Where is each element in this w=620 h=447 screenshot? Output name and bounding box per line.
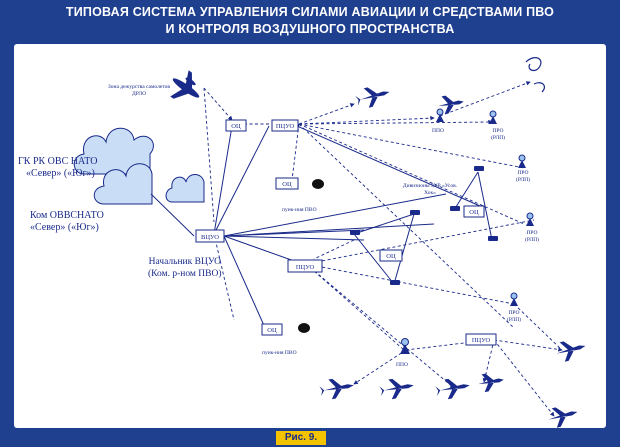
sector-zrk-label: Дивизионы ЗУР «Усов. Хок» xyxy=(402,183,458,196)
command-marker-icon-2 xyxy=(298,323,310,333)
launcher-icon-2 xyxy=(474,166,484,171)
radar-icon-1 xyxy=(436,108,444,122)
node-od-3-text: ОЦ xyxy=(267,327,277,334)
radar-sites xyxy=(400,108,534,354)
dashed-links xyxy=(203,81,563,417)
node-pcuo-2 xyxy=(287,259,323,273)
cloud-kom-ovs xyxy=(165,174,205,203)
launcher-icon-6 xyxy=(390,280,400,285)
node-od-4-text: ОЦ xyxy=(469,209,479,216)
node-boxes xyxy=(195,119,497,346)
solid-links xyxy=(213,125,493,331)
node-od-1 xyxy=(225,119,247,132)
fighter-icon-b6 xyxy=(548,407,578,428)
node-od-1-text: ОЦ xyxy=(231,123,241,130)
fighter-icon-b4 xyxy=(478,373,504,393)
vcuo-chief-line-2: (Ком. р-ном ПВО) xyxy=(148,269,222,279)
node-pcuo-2-text: ПЦУО xyxy=(296,264,315,271)
cloud-gk-rk-lower xyxy=(93,163,153,205)
awacs-aircraft-icon xyxy=(170,70,200,99)
title-line-2: И КОНТРОЛЯ ВОЗДУШНОГО ПРОСТРАНСТВА xyxy=(165,22,455,36)
node-od-4 xyxy=(463,205,485,218)
launcher-icon-4 xyxy=(350,230,360,235)
launcher-icon-3 xyxy=(488,236,498,241)
gk-rk-label: ГК РК ОВС НАТО «Север» («Юг») xyxy=(18,156,98,180)
kom-ovs-line-1: Ком ОВВСНАТО xyxy=(30,210,104,221)
node-vcuo xyxy=(195,229,225,243)
rlp-label-2: ПРО (РЛП) xyxy=(515,170,530,183)
fighter-icon-b3 xyxy=(435,378,470,400)
node-od-3 xyxy=(261,323,283,336)
command-pvo-label-2: пунк-ния ПВО xyxy=(262,350,297,356)
page-title: ТИПОВАЯ СИСТЕМА УПРАВЛЕНИЯ СИЛАМИ АВИАЦИ… xyxy=(10,4,610,42)
gk-rk-line-2: «Север» («Юг») xyxy=(26,168,95,179)
node-pcuo-1-text: ПЦУО xyxy=(276,123,295,130)
radar-icon-2 xyxy=(489,110,497,124)
title-line-1: ТИПОВАЯ СИСТЕМА УПРАВЛЕНИЯ СИЛАМИ АВИАЦИ… xyxy=(65,5,555,19)
puo-label-1: ППО xyxy=(432,128,444,134)
launcher-icon-1 xyxy=(450,206,460,211)
node-od-2 xyxy=(275,177,299,190)
radar-icon-4 xyxy=(526,212,534,226)
rlp-label-4: ПРО (РЛП) xyxy=(506,310,521,323)
node-od-2-text: ОЦ xyxy=(282,181,292,188)
node-vcuo-text: ВЦУО xyxy=(201,234,219,241)
command-pvo-label-1: пунк-ния ПВО xyxy=(282,207,317,213)
figure-label: Рис. 9. xyxy=(276,431,326,445)
fighter-icon-b2 xyxy=(379,378,414,400)
fighter-icon-top-1 xyxy=(355,87,390,108)
fighter-icon-top-2 xyxy=(438,95,464,115)
node-pcuo-3-text: ПЦУО xyxy=(472,337,491,344)
diagram-canvas: ОЦ ПЦУО ОЦ ВЦУО ПЦУО ОЦ ОЦ ОЦ ПЦУО xyxy=(73,57,586,428)
fighter-icon-b1 xyxy=(319,378,354,400)
fighter-icon-b5 xyxy=(556,341,586,362)
node-pcuo-3 xyxy=(465,333,497,346)
radar-icon-6 xyxy=(400,338,410,354)
fighters-bottom xyxy=(319,341,586,428)
node-od-5 xyxy=(379,249,403,262)
target-loop-icon xyxy=(525,57,546,93)
rlp-label-3: ПРО (РЛП) xyxy=(524,230,539,243)
radar-icon-5 xyxy=(510,292,518,306)
kom-ovs-line-2: «Север» («Юг») xyxy=(30,222,99,233)
gk-rk-line-1: ГК РК ОВС НАТО xyxy=(18,156,98,167)
cloud-gk-rk xyxy=(73,127,154,175)
command-marker-icon-1 xyxy=(312,179,324,189)
puo-label-2: ППО xyxy=(396,362,408,368)
node-pcuo-1 xyxy=(271,119,299,132)
rlp-label-1: ПРО (РЛП) xyxy=(490,128,505,141)
awacs-zone-label: Зона дежурства самолетов ДРЛО xyxy=(108,84,170,97)
kom-ovs-label: Ком ОВВСНАТО «Север» («Юг») xyxy=(30,210,104,234)
node-od-5-text: ОЦ xyxy=(386,253,396,260)
sam-launchers xyxy=(350,166,498,285)
vcuo-chief-label: Начальник ВЦУО (Ком. р-ном ПВО) xyxy=(148,256,222,280)
connector-cloud-vcuo xyxy=(150,193,195,237)
diagram-panel: ОЦ ПЦУО ОЦ ВЦУО ПЦУО ОЦ ОЦ ОЦ ПЦУО xyxy=(14,44,606,428)
launcher-icon-5 xyxy=(410,210,420,215)
radar-icon-3 xyxy=(518,154,526,168)
vcuo-chief-line-1: Начальник ВЦУО xyxy=(148,257,221,267)
